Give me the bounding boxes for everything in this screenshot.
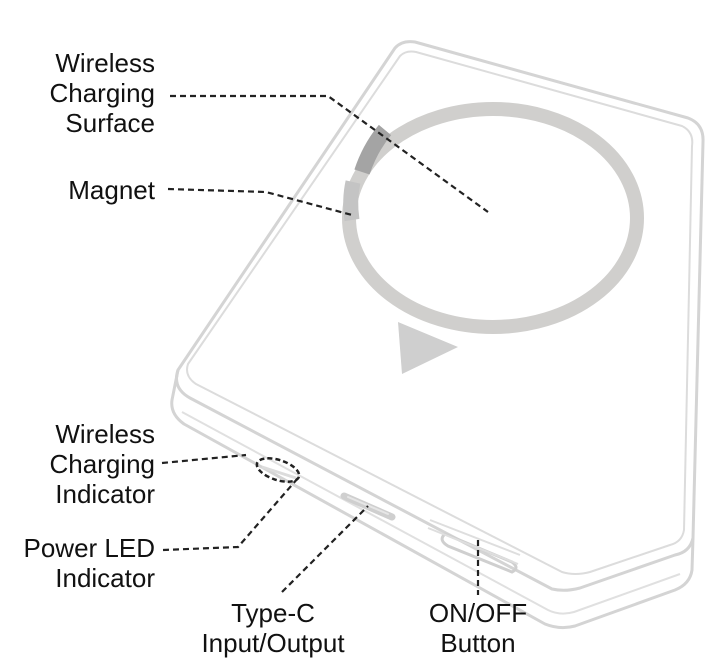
on-off-button-groove-1 — [429, 519, 521, 556]
power-led-dot — [261, 465, 297, 480]
wireless-charging-indicator-led — [255, 457, 301, 483]
leader-wireless-charging-indicator — [161, 453, 247, 465]
leader-power-led-indicator — [162, 477, 299, 552]
on-off-button-shape — [440, 532, 518, 574]
label-wireless-charging-indicator: Wireless Charging Indicator — [49, 419, 155, 509]
wireless-charging-ring — [342, 102, 644, 334]
leader-type-c — [281, 505, 369, 593]
leader-magnet — [167, 187, 353, 217]
label-magnet: Magnet — [68, 175, 155, 205]
label-power-led-indicator: Power LED Indicator — [23, 533, 156, 593]
label-wireless-charging-surface: Wireless Charging Surface — [49, 48, 155, 138]
device-top-face-outline — [175, 40, 705, 592]
leader-wireless-charging-surface — [170, 94, 489, 213]
device-top-face-bevel — [186, 50, 694, 575]
label-type-c-input-output: Type-C Input/Output — [201, 598, 345, 658]
magnet-segment-upper — [354, 124, 392, 175]
type-c-port-inner — [347, 496, 389, 515]
on-off-button-groove-2 — [427, 527, 519, 565]
label-on-off-button: ON/OFF Button — [428, 598, 528, 658]
device-side-edge — [170, 369, 695, 630]
magnet-segment-lower — [343, 180, 361, 222]
device-side-edge-inner — [181, 411, 681, 615]
direction-arrow-icon — [398, 322, 458, 374]
